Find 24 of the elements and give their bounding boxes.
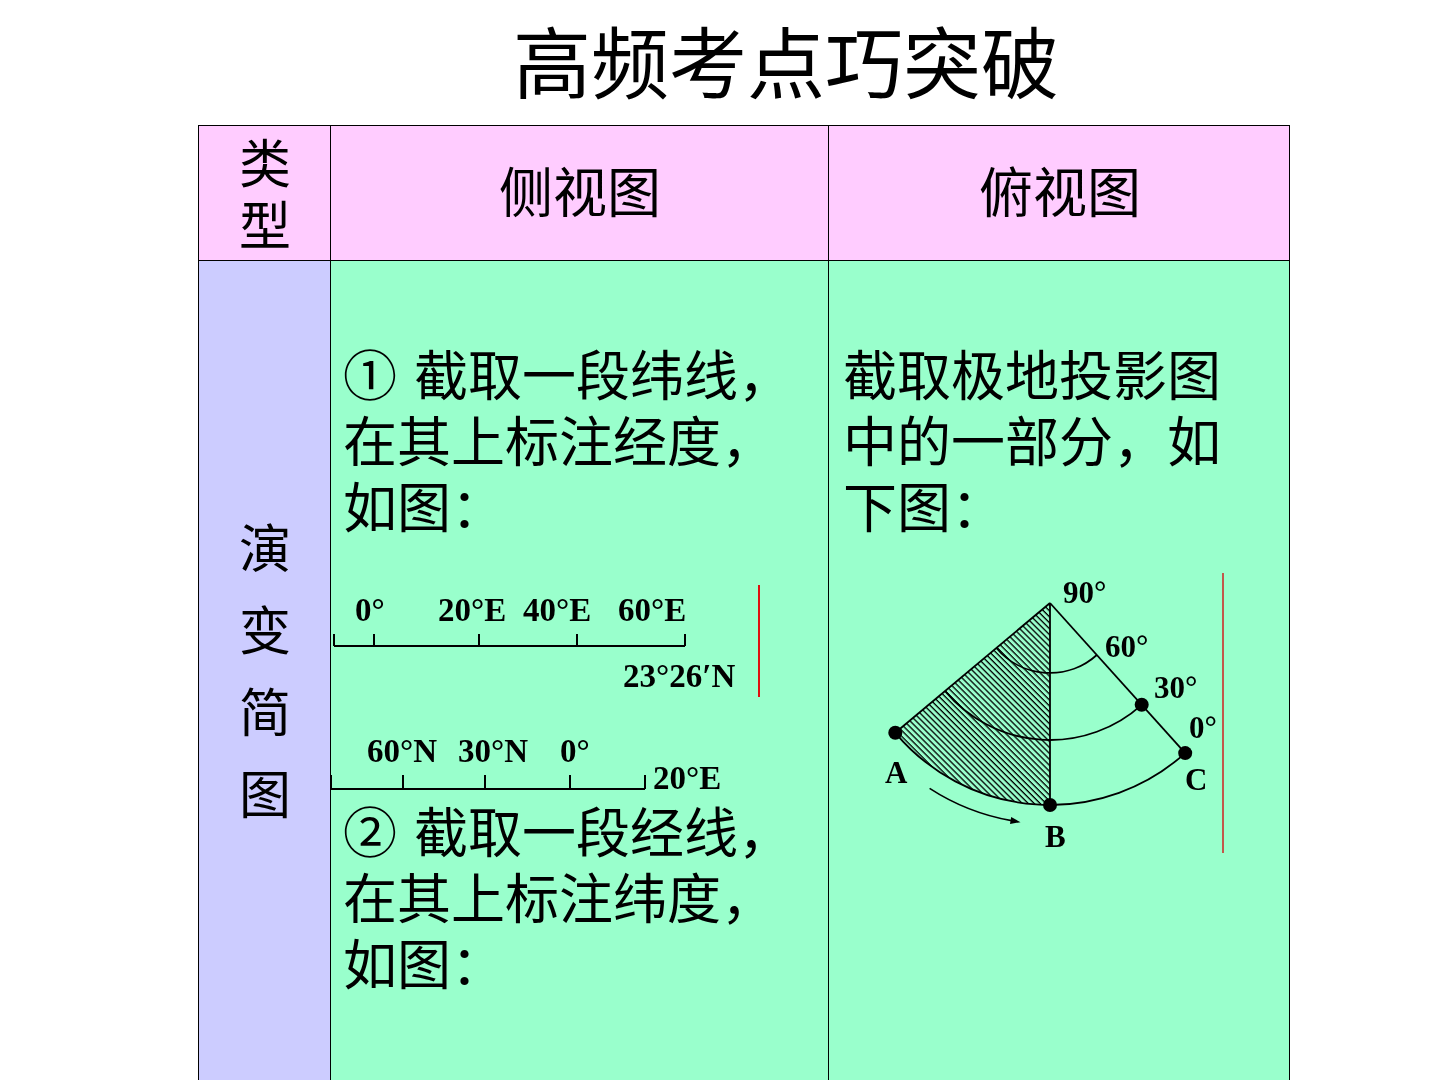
point-label: B <box>1045 821 1066 852</box>
instruction-text: 截取极地投影图中的一部分，如下图： <box>843 345 1222 543</box>
degree-label: 0° <box>355 594 385 628</box>
degree-label: 40°E <box>523 594 592 628</box>
column-header: 侧视图 <box>499 163 661 227</box>
degree-label: 60°E <box>618 594 687 628</box>
column-header: 俯视图 <box>978 163 1141 227</box>
degree-label: 30° <box>1154 672 1198 703</box>
instruction-text: ② 截取一段经线，在其上标注纬度，如图： <box>343 802 794 1000</box>
row-header: 演变简图 <box>238 519 292 828</box>
instruction-text: ① 截取一段纬线，在其上标注经度，如图： <box>343 345 794 543</box>
degree-label: 0° <box>560 735 590 769</box>
degree-label: 60°N <box>367 735 438 769</box>
point-label: A <box>885 757 908 788</box>
degree-label: 23°26′N <box>623 660 736 694</box>
title: 高频考点巧突破 <box>513 24 1059 110</box>
degree-label: 20°E <box>653 762 722 796</box>
degree-label: 30°N <box>458 735 529 769</box>
degree-label: 0° <box>1189 712 1217 743</box>
degree-label: 90° <box>1063 577 1107 608</box>
degree-label: 20°E <box>438 594 507 628</box>
degree-label: 60° <box>1105 631 1149 662</box>
point-label: C <box>1185 764 1208 795</box>
column-header: 类型 <box>238 134 292 258</box>
